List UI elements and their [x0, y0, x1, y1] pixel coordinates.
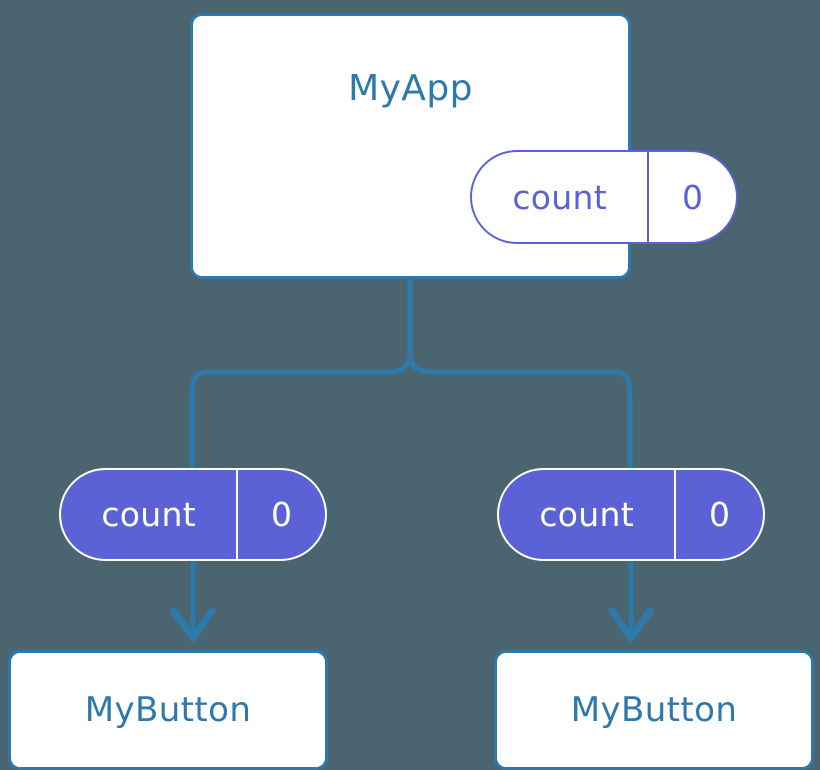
root-component-card[interactable]: MyApp count 0 — [190, 13, 738, 279]
child-component-card-left[interactable]: MyButton — [8, 650, 328, 770]
child-state-pill-right[interactable]: count 0 — [497, 468, 765, 561]
child-component-label-right: MyButton — [570, 690, 738, 730]
state-down-branch-left — [189, 351, 413, 470]
child-state-value-left: 0 — [236, 470, 325, 559]
child-component-card-right[interactable]: MyButton — [494, 650, 814, 770]
child-state-value-right: 0 — [674, 470, 763, 559]
prop-arrow-left — [170, 561, 216, 642]
root-state-pill[interactable]: count 0 — [470, 150, 738, 244]
state-down-branch-right — [407, 351, 633, 470]
root-state-key: count — [512, 177, 607, 217]
child-component-label-left: MyButton — [84, 690, 252, 730]
root-component-title: MyApp — [348, 68, 473, 109]
child-state-key-right: count — [539, 495, 634, 534]
child-state-key-left: count — [101, 495, 196, 534]
child-state-pill-left[interactable]: count 0 — [59, 468, 327, 561]
prop-arrow-right — [608, 561, 654, 642]
root-state-value: 0 — [647, 152, 736, 242]
